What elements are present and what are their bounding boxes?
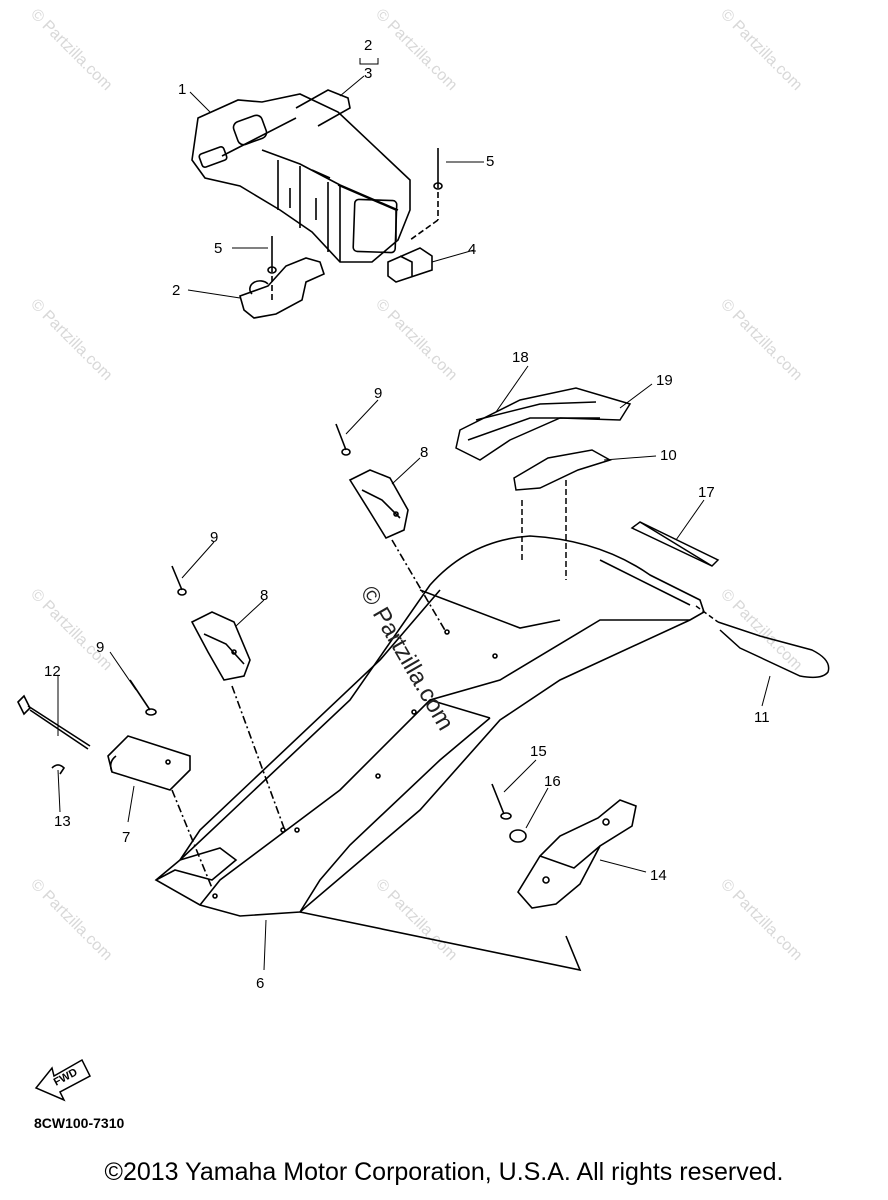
fender-part-6 — [156, 536, 704, 916]
callout-16: 16 — [544, 773, 561, 790]
callout-12: 12 — [44, 663, 61, 680]
callout-4: 4 — [468, 241, 476, 258]
watermark: © Partzilla.com — [717, 876, 805, 964]
watermark: © Partzilla.com — [372, 876, 460, 964]
callout-9-lower: 9 — [96, 639, 104, 656]
bracket-part-2 — [240, 258, 324, 318]
diagram-code: 8CW100-7310 — [34, 1115, 124, 1131]
callout-10: 10 — [660, 447, 677, 464]
bracket-part-14 — [518, 800, 636, 908]
toolbag-assembly — [192, 90, 442, 318]
strap-part-3 — [296, 90, 350, 126]
callout-5-right: 5 — [486, 153, 494, 170]
rear-bracket-upper — [336, 424, 446, 632]
callout-15: 15 — [530, 743, 547, 760]
callout-3: 3 — [364, 65, 372, 82]
callout-17: 17 — [698, 484, 715, 501]
watermark: © Partzilla.com — [27, 296, 115, 384]
bracket-part-4 — [388, 248, 432, 282]
callout-13: 13 — [54, 813, 71, 830]
callout-11: 11 — [754, 709, 770, 726]
callout-8-lower: 8 — [260, 587, 268, 604]
callout-leaders — [58, 58, 770, 970]
collar-part-16 — [510, 830, 526, 842]
callout-1: 1 — [178, 81, 186, 98]
toolbag-part-1 — [192, 94, 410, 262]
callout-18: 18 — [512, 349, 529, 366]
callout-9-upper: 9 — [374, 385, 382, 402]
watermark: © Partzilla.com — [27, 876, 115, 964]
rear-bracket-14 — [300, 784, 636, 970]
watermark: © Partzilla.com — [372, 6, 460, 94]
copyright-notice: ©2013 Yamaha Motor Corporation, U.S.A. A… — [104, 1158, 784, 1186]
watermark: © Partzilla.com — [717, 586, 805, 674]
watermark: © Partzilla.com — [27, 6, 115, 94]
watermark-center: © Partzilla.com — [355, 582, 459, 736]
wire-part-11 — [696, 606, 829, 677]
decal-group — [456, 388, 630, 580]
hinge-part-7 — [108, 736, 190, 790]
callout-2: 2 — [172, 282, 180, 299]
watermark-grid: © Partzilla.com © Partzilla.com © Partzi… — [27, 6, 805, 964]
watermark: © Partzilla.com — [27, 586, 115, 674]
callout-5-left: 5 — [214, 240, 222, 257]
decal-part-18 — [456, 388, 630, 460]
rubber-part-17 — [632, 522, 718, 566]
watermark: © Partzilla.com — [717, 296, 805, 384]
callout-6: 6 — [256, 975, 264, 992]
front-bracket-lower — [172, 566, 284, 828]
callout-2-top: 2 — [364, 37, 372, 54]
callout-9-middle: 9 — [210, 529, 218, 546]
callout-7: 7 — [122, 829, 130, 846]
bracket-part-8 — [192, 612, 250, 680]
fwd-arrow: FWD — [36, 1060, 90, 1100]
watermark: © Partzilla.com — [372, 296, 460, 384]
callout-19: 19 — [656, 372, 673, 389]
callout-labels: 1 2 3 2 5 5 4 18 19 9 8 10 17 9 8 9 12 7… — [44, 37, 770, 992]
fender-assembly — [156, 536, 704, 916]
hinge-assembly — [18, 680, 212, 888]
fwd-arrow-icon — [36, 1060, 90, 1100]
decal-part-10 — [514, 450, 610, 490]
callout-14: 14 — [650, 867, 667, 884]
bracket-part-8 — [350, 470, 408, 538]
watermark: © Partzilla.com — [717, 6, 805, 94]
callout-8-upper: 8 — [420, 444, 428, 461]
